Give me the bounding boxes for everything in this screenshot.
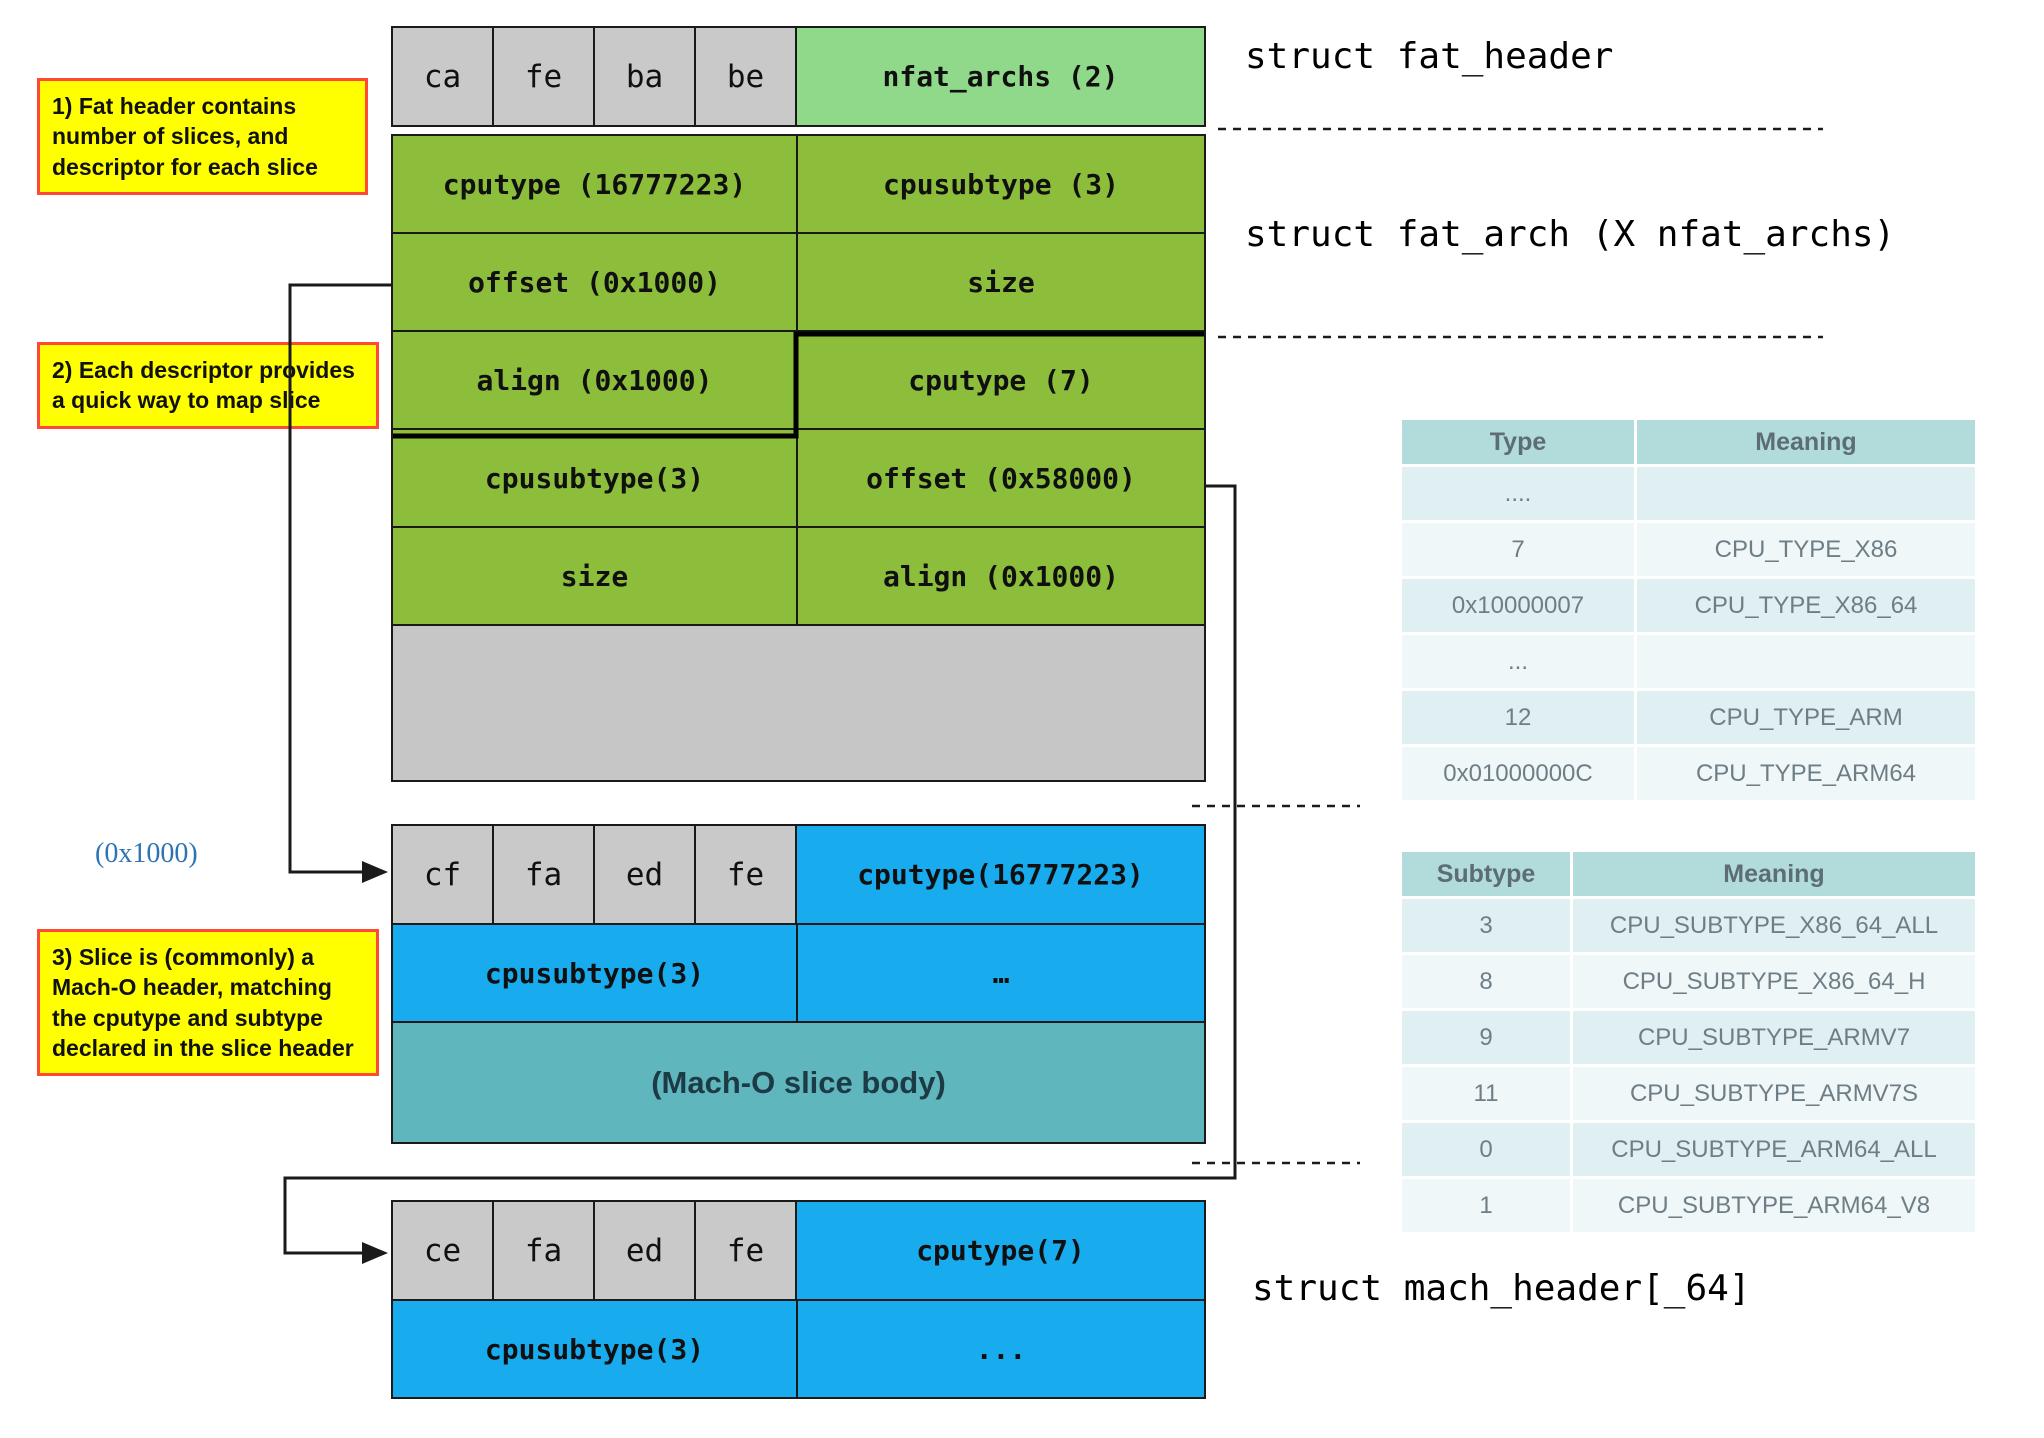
table-row: 11 CPU_SUBTYPE_ARMV7S [1402,1067,1975,1120]
table-row: 0x01000000C CPU_TYPE_ARM64 [1402,747,1975,800]
struct-mach-header-label: struct mach_header[_64] [1252,1268,1751,1309]
fat-arch-row: align (0x1000) cputype (7) [391,330,1206,430]
magic-byte-cell: ed [593,1200,696,1301]
macho-header-row: cpusubtype(3) … [391,923,1206,1023]
struct-fat-header-label: struct fat_header [1245,36,1614,77]
fat-arch-row: cpusubtype(3) offset (0x58000) [391,428,1206,528]
magic-byte-cell: fe [694,824,797,925]
magic-byte-cell: ed [593,824,696,925]
note-3-slice: 3) Slice is (commonly) a Mach-O header, … [37,929,379,1077]
macho-slice-1: cf fa ed fe cputype(16777223) cpusubtype… [391,824,1206,1144]
column-header: Subtype [1402,852,1570,896]
fat-arch-field: align (0x1000) [796,526,1206,626]
table-row: 8 CPU_SUBTYPE_X86_64_H [1402,955,1975,1008]
table-header-row: Subtype Meaning [1402,852,1975,896]
fat-arch-field: offset (0x1000) [391,232,798,332]
table-row: 0x10000007 CPU_TYPE_X86_64 [1402,579,1975,632]
macho-cputype-cell: cputype(7) [795,1200,1206,1301]
table-row: .... [1402,467,1975,520]
macho-body-row: (Mach-O slice body) [391,1021,1206,1144]
fat-arch-row: offset (0x1000) size [391,232,1206,332]
fat-arch-field: cpusubtype (3) [796,134,1206,234]
cpusubtype-table: Subtype Meaning 3 CPU_SUBTYPE_X86_64_ALL… [1402,852,1975,1232]
macho-more-cell: ... [796,1299,1206,1399]
macho-cpusubtype-cell: cpusubtype(3) [391,923,798,1023]
magic-byte-cell: fe [492,26,595,127]
offset-0x1000-label: (0x1000) [95,838,198,869]
table-row: 7 CPU_TYPE_X86 [1402,523,1975,576]
macho-slice-body-label: (Mach-O slice body) [651,1064,946,1100]
table-header-row: Type Meaning [1402,420,1975,464]
note-1-fat-header: 1) Fat header contains number of slices,… [37,78,368,196]
table-row: 9 CPU_SUBTYPE_ARMV7 [1402,1011,1975,1064]
table-row: 12 CPU_TYPE_ARM [1402,691,1975,744]
fat-arch-row: size align (0x1000) [391,526,1206,626]
magic-byte-cell: fa [492,824,595,925]
table-row: ... [1402,635,1975,688]
fat-header-row: ca fe ba be nfat_archs (2) [391,26,1206,127]
arrowhead-icon [362,861,388,883]
macho-header-row: cpusubtype(3) ... [391,1299,1206,1399]
fat-arch-field: align (0x1000) [391,330,798,430]
magic-byte-cell: ba [593,26,696,127]
magic-byte-cell: fe [694,1200,797,1301]
magic-byte-cell: fa [492,1200,595,1301]
magic-byte-cell: ce [391,1200,494,1301]
table-row: 3 CPU_SUBTYPE_X86_64_ALL [1402,899,1975,952]
note-2-descriptor: 2) Each descriptor provides a quick way … [37,342,379,429]
struct-fat-arch-label: struct fat_arch (X nfat_archs) [1245,214,1896,255]
fat-arch-field: offset (0x58000) [796,428,1206,528]
column-header: Meaning [1637,420,1975,464]
fat-arch-field: cputype (7) [796,330,1206,430]
table-row: 1 CPU_SUBTYPE_ARM64_V8 [1402,1179,1975,1232]
nfat-archs-cell: nfat_archs (2) [795,26,1206,127]
fat-arch-field: cpusubtype(3) [391,428,798,528]
column-header: Meaning [1573,852,1975,896]
macho-header-row: ce fa ed fe cputype(7) [391,1200,1206,1301]
macho-more-cell: … [796,923,1206,1023]
macho-cpusubtype-cell: cpusubtype(3) [391,1299,798,1399]
macho-cputype-cell: cputype(16777223) [795,824,1206,925]
column-header: Type [1402,420,1634,464]
fat-arch-grid: cputype (16777223) cpusubtype (3) offset… [391,134,1206,782]
macho-header-row: cf fa ed fe cputype(16777223) [391,824,1206,925]
macho-slice-2: ce fa ed fe cputype(7) cpusubtype(3) ... [391,1200,1206,1399]
cputype-table: Type Meaning .... 7 CPU_TYPE_X86 0x10000… [1402,420,1975,800]
fat-arch-field: cputype (16777223) [391,134,798,234]
table-row: 0 CPU_SUBTYPE_ARM64_ALL [1402,1123,1975,1176]
fat-arch-row: cputype (16777223) cpusubtype (3) [391,134,1206,234]
arrowhead-icon [362,1242,388,1264]
fat-arch-field: size [796,232,1206,332]
macho-slice-body-cell: (Mach-O slice body) [391,1021,1206,1144]
magic-byte-cell: cf [391,824,494,925]
fat-arch-field: size [391,526,798,626]
fat-arch-padding-area [391,624,1206,782]
magic-byte-cell: ca [391,26,494,127]
magic-byte-cell: be [694,26,797,127]
